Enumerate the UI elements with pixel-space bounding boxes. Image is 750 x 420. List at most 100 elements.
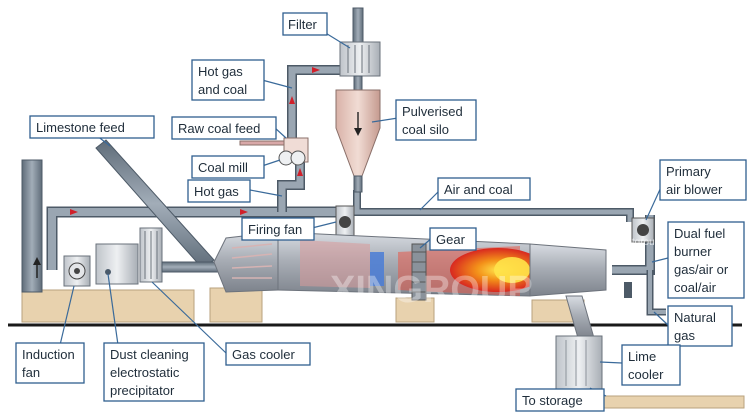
leader-precipitator (107, 273, 119, 346)
gear-teeth (412, 251, 426, 293)
label-box-air-coal (437, 177, 531, 201)
natural-gas-pipe-outline (646, 270, 666, 316)
leader-hot-gas (249, 189, 283, 197)
label-box-gas-cooler (225, 342, 311, 366)
filter-slats (347, 45, 370, 73)
leader-gas-cooler (151, 281, 227, 354)
flow-arrow (240, 209, 248, 215)
label-natural-gas-line1: Natural (674, 310, 716, 325)
electrostatic-precipitator (95, 243, 139, 285)
leader-dual-fuel (651, 257, 669, 263)
leader-hot-gas-coal (261, 79, 293, 89)
leader-lines (59, 31, 669, 397)
air-coal-line (354, 190, 633, 222)
flow-arrow (70, 209, 78, 215)
label-precipitator-line1: Dust cleaning (110, 347, 189, 362)
label-gear: Gear (436, 232, 466, 247)
gas-cooler-fins (144, 231, 158, 279)
footing-kiln-feed (209, 287, 263, 323)
label-box-induction (15, 342, 85, 384)
label-dual-fuel-line1: Dual fuel (674, 226, 725, 241)
label-coal-mill: Coal mill (198, 160, 248, 175)
kiln-feed-streaks (231, 243, 273, 279)
label-induction-line1: Induction (22, 347, 75, 362)
lime-cooler-fins (565, 340, 587, 386)
label-box-firing-fan (241, 217, 315, 241)
label-hot-gas-coal-line2: and coal (198, 82, 247, 97)
blower-rotor (637, 224, 649, 236)
label-box-natural-gas (667, 305, 733, 347)
label-blower-line2: air blower (666, 182, 723, 197)
leader-firing-fan (311, 221, 337, 229)
label-blower-line1: Primary (666, 164, 711, 179)
hot-gas-riser (278, 160, 304, 212)
kiln-cool-zone (370, 252, 384, 286)
label-box-filter (282, 12, 328, 36)
flame-core (494, 257, 530, 283)
label-gas-cooler: Gas cooler (232, 347, 296, 362)
label-natural-gas-line2: gas (674, 328, 695, 343)
filter-drop (353, 75, 363, 91)
label-box-lime-cooler (621, 344, 681, 386)
label-box-limestone (29, 115, 155, 139)
leader-filter (323, 31, 351, 49)
leader-coal-mill (261, 159, 281, 167)
footing-cooler (603, 395, 745, 409)
flow-arrow (289, 96, 295, 104)
label-limestone-feed: Limestone feed (36, 120, 125, 135)
label-lime-cooler-line1: Lime (628, 349, 656, 364)
silo-arrow (354, 128, 362, 136)
label-box-precipitator (103, 342, 205, 402)
label-firing-fan: Firing fan (248, 222, 302, 237)
label-dual-fuel-line4: coal/air (674, 280, 717, 295)
flow-arrow (312, 67, 320, 73)
label-box-silo (395, 99, 477, 141)
label-texts: Filter Hot gas and coal Pulverised coal … (22, 17, 729, 408)
label-raw-coal-feed: Raw coal feed (178, 121, 260, 136)
label-boxes (15, 12, 747, 412)
leader-air-coal (419, 191, 439, 211)
hot-gas-coal-duct-outline (287, 65, 340, 140)
label-hot-gas: Hot gas (194, 184, 239, 199)
label-box-coal-mill (191, 155, 265, 179)
kiln-exhaust-duct (161, 261, 223, 273)
label-air-and-coal: Air and coal (444, 182, 513, 197)
limestone-feed-chute (95, 139, 215, 269)
label-box-hot-gas-coal (191, 59, 265, 101)
label-box-raw-coal (171, 116, 277, 140)
precipitator-leader-dot (105, 269, 111, 275)
leader-silo (371, 117, 399, 123)
leader-lime-cooler (599, 361, 623, 364)
label-precipitator-line3: precipitator (110, 383, 175, 398)
kiln-material-zone (300, 240, 370, 288)
kiln-hood (529, 243, 607, 297)
flow-arrow (297, 168, 303, 176)
label-silo-line1: Pulverised (402, 104, 463, 119)
label-box-dual-fuel (667, 221, 745, 299)
filter-unit (339, 41, 381, 77)
label-induction-line2: fan (22, 365, 40, 380)
label-box-gear (429, 227, 477, 251)
coal-mill-roller (290, 150, 306, 166)
induction-fan-hub (74, 268, 80, 274)
watermark-url: www.xktgroup.com (597, 237, 682, 248)
watermark-brand: XINGROUP (330, 269, 533, 311)
raw-coal-conveyor (239, 140, 285, 146)
label-dual-fuel-line3: gas/air or (674, 262, 729, 277)
footing-left (21, 289, 195, 323)
silo-outlet (353, 175, 363, 193)
label-silo-line2: coal silo (402, 122, 449, 137)
label-box-to-storage (515, 388, 605, 412)
stack-flow-arrow (33, 257, 41, 265)
label-dual-fuel-line2: burner (674, 244, 712, 259)
hot-gas-coal-duct (288, 66, 340, 140)
leader-natural-gas (653, 311, 669, 326)
label-filter: Filter (288, 17, 318, 32)
label-precipitator-line2: electrostatic (110, 365, 180, 380)
kiln-feed-end (213, 231, 279, 293)
label-hot-gas-coal-line1: Hot gas (198, 64, 243, 79)
natural-gas-pipe (648, 270, 666, 314)
lime-cooler (555, 335, 603, 391)
footing-kiln-mid (395, 297, 435, 323)
